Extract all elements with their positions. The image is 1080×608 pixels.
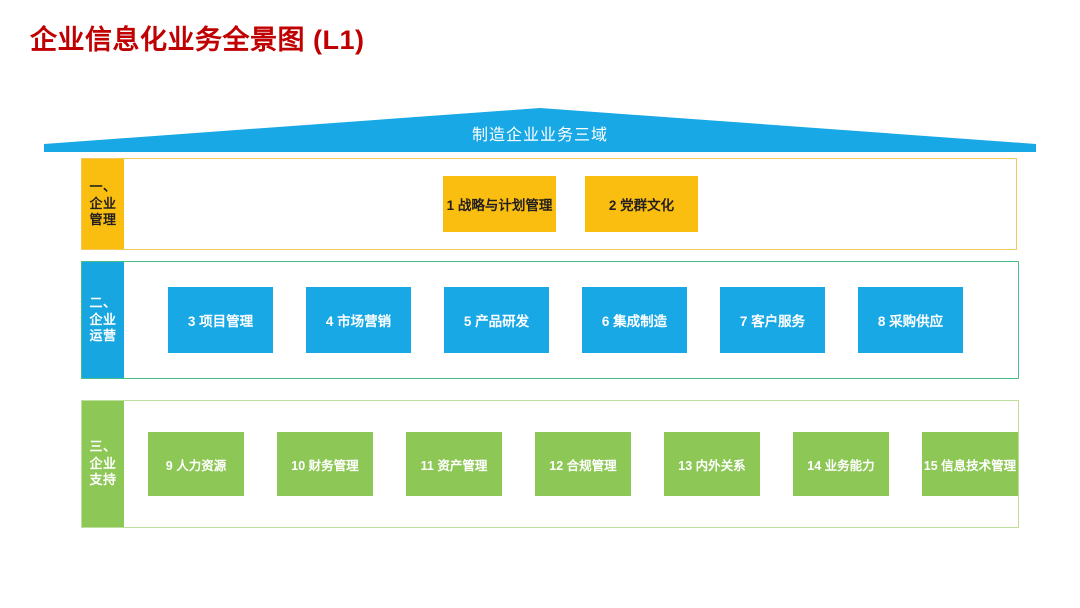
- band-3-tab[interactable]: 三、 企业 支持: [82, 401, 124, 527]
- card-product-rnd[interactable]: 5 产品研发: [444, 287, 549, 353]
- band-2-tab[interactable]: 二、 企业 运营: [82, 262, 124, 378]
- roof-banner: 制造企业业务三域: [44, 108, 1036, 152]
- card-procurement-supply[interactable]: 8 采购供应: [858, 287, 963, 353]
- band-2-tab-line-1: 二、: [89, 295, 117, 311]
- roof-triangle-shape: [44, 108, 1036, 152]
- card-it-management[interactable]: 15 信息技术管理: [922, 432, 1018, 496]
- band-1-tab-line-3: 管理: [89, 212, 117, 228]
- card-marketing[interactable]: 4 市场营销: [306, 287, 411, 353]
- card-asset-management[interactable]: 11 资产管理: [406, 432, 502, 496]
- band-2-body: 3 项目管理 4 市场营销 5 产品研发 6 集成制造 7 客户服务 8 采购供…: [124, 262, 1018, 378]
- band-1-tab-line-1: 一、: [89, 179, 117, 195]
- band-enterprise-operations: 二、 企业 运营 3 项目管理 4 市场营销 5 产品研发 6 集成制造 7 客…: [81, 261, 1019, 379]
- card-customer-service[interactable]: 7 客户服务: [720, 287, 825, 353]
- card-finance-management[interactable]: 10 财务管理: [277, 432, 373, 496]
- band-2-tab-line-2: 企业: [89, 311, 117, 327]
- card-project-management[interactable]: 3 项目管理: [168, 287, 273, 353]
- band-enterprise-management: 一、 企业 管理 1 战略与计划管理 2 党群文化: [81, 158, 1017, 250]
- band-3-tab-line-3: 支持: [89, 472, 117, 488]
- band-3-tab-line-1: 三、: [89, 439, 117, 455]
- band-3-tab-line-2: 企业: [89, 455, 117, 471]
- card-business-capability[interactable]: 14 业务能力: [793, 432, 889, 496]
- card-strategy-and-planning[interactable]: 1 战略与计划管理: [443, 176, 556, 232]
- band-1-body: 1 战略与计划管理 2 党群文化: [124, 159, 1016, 249]
- card-party-and-culture[interactable]: 2 党群文化: [585, 176, 698, 232]
- band-1-tab-line-2: 企业: [89, 195, 117, 211]
- band-enterprise-support: 三、 企业 支持 9 人力资源 10 财务管理 11 资产管理 12 合规管理 …: [81, 400, 1019, 528]
- card-internal-external-relations[interactable]: 13 内外关系: [664, 432, 760, 496]
- band-3-body: 9 人力资源 10 财务管理 11 资产管理 12 合规管理 13 内外关系 1…: [124, 401, 1018, 527]
- card-compliance-management[interactable]: 12 合规管理: [535, 432, 631, 496]
- band-2-tab-line-3: 运营: [89, 328, 117, 344]
- band-1-tab[interactable]: 一、 企业 管理: [82, 159, 124, 249]
- card-integrated-manufacturing[interactable]: 6 集成制造: [582, 287, 687, 353]
- page-title: 企业信息化业务全景图 (L1): [30, 25, 365, 55]
- card-human-resources[interactable]: 9 人力资源: [148, 432, 244, 496]
